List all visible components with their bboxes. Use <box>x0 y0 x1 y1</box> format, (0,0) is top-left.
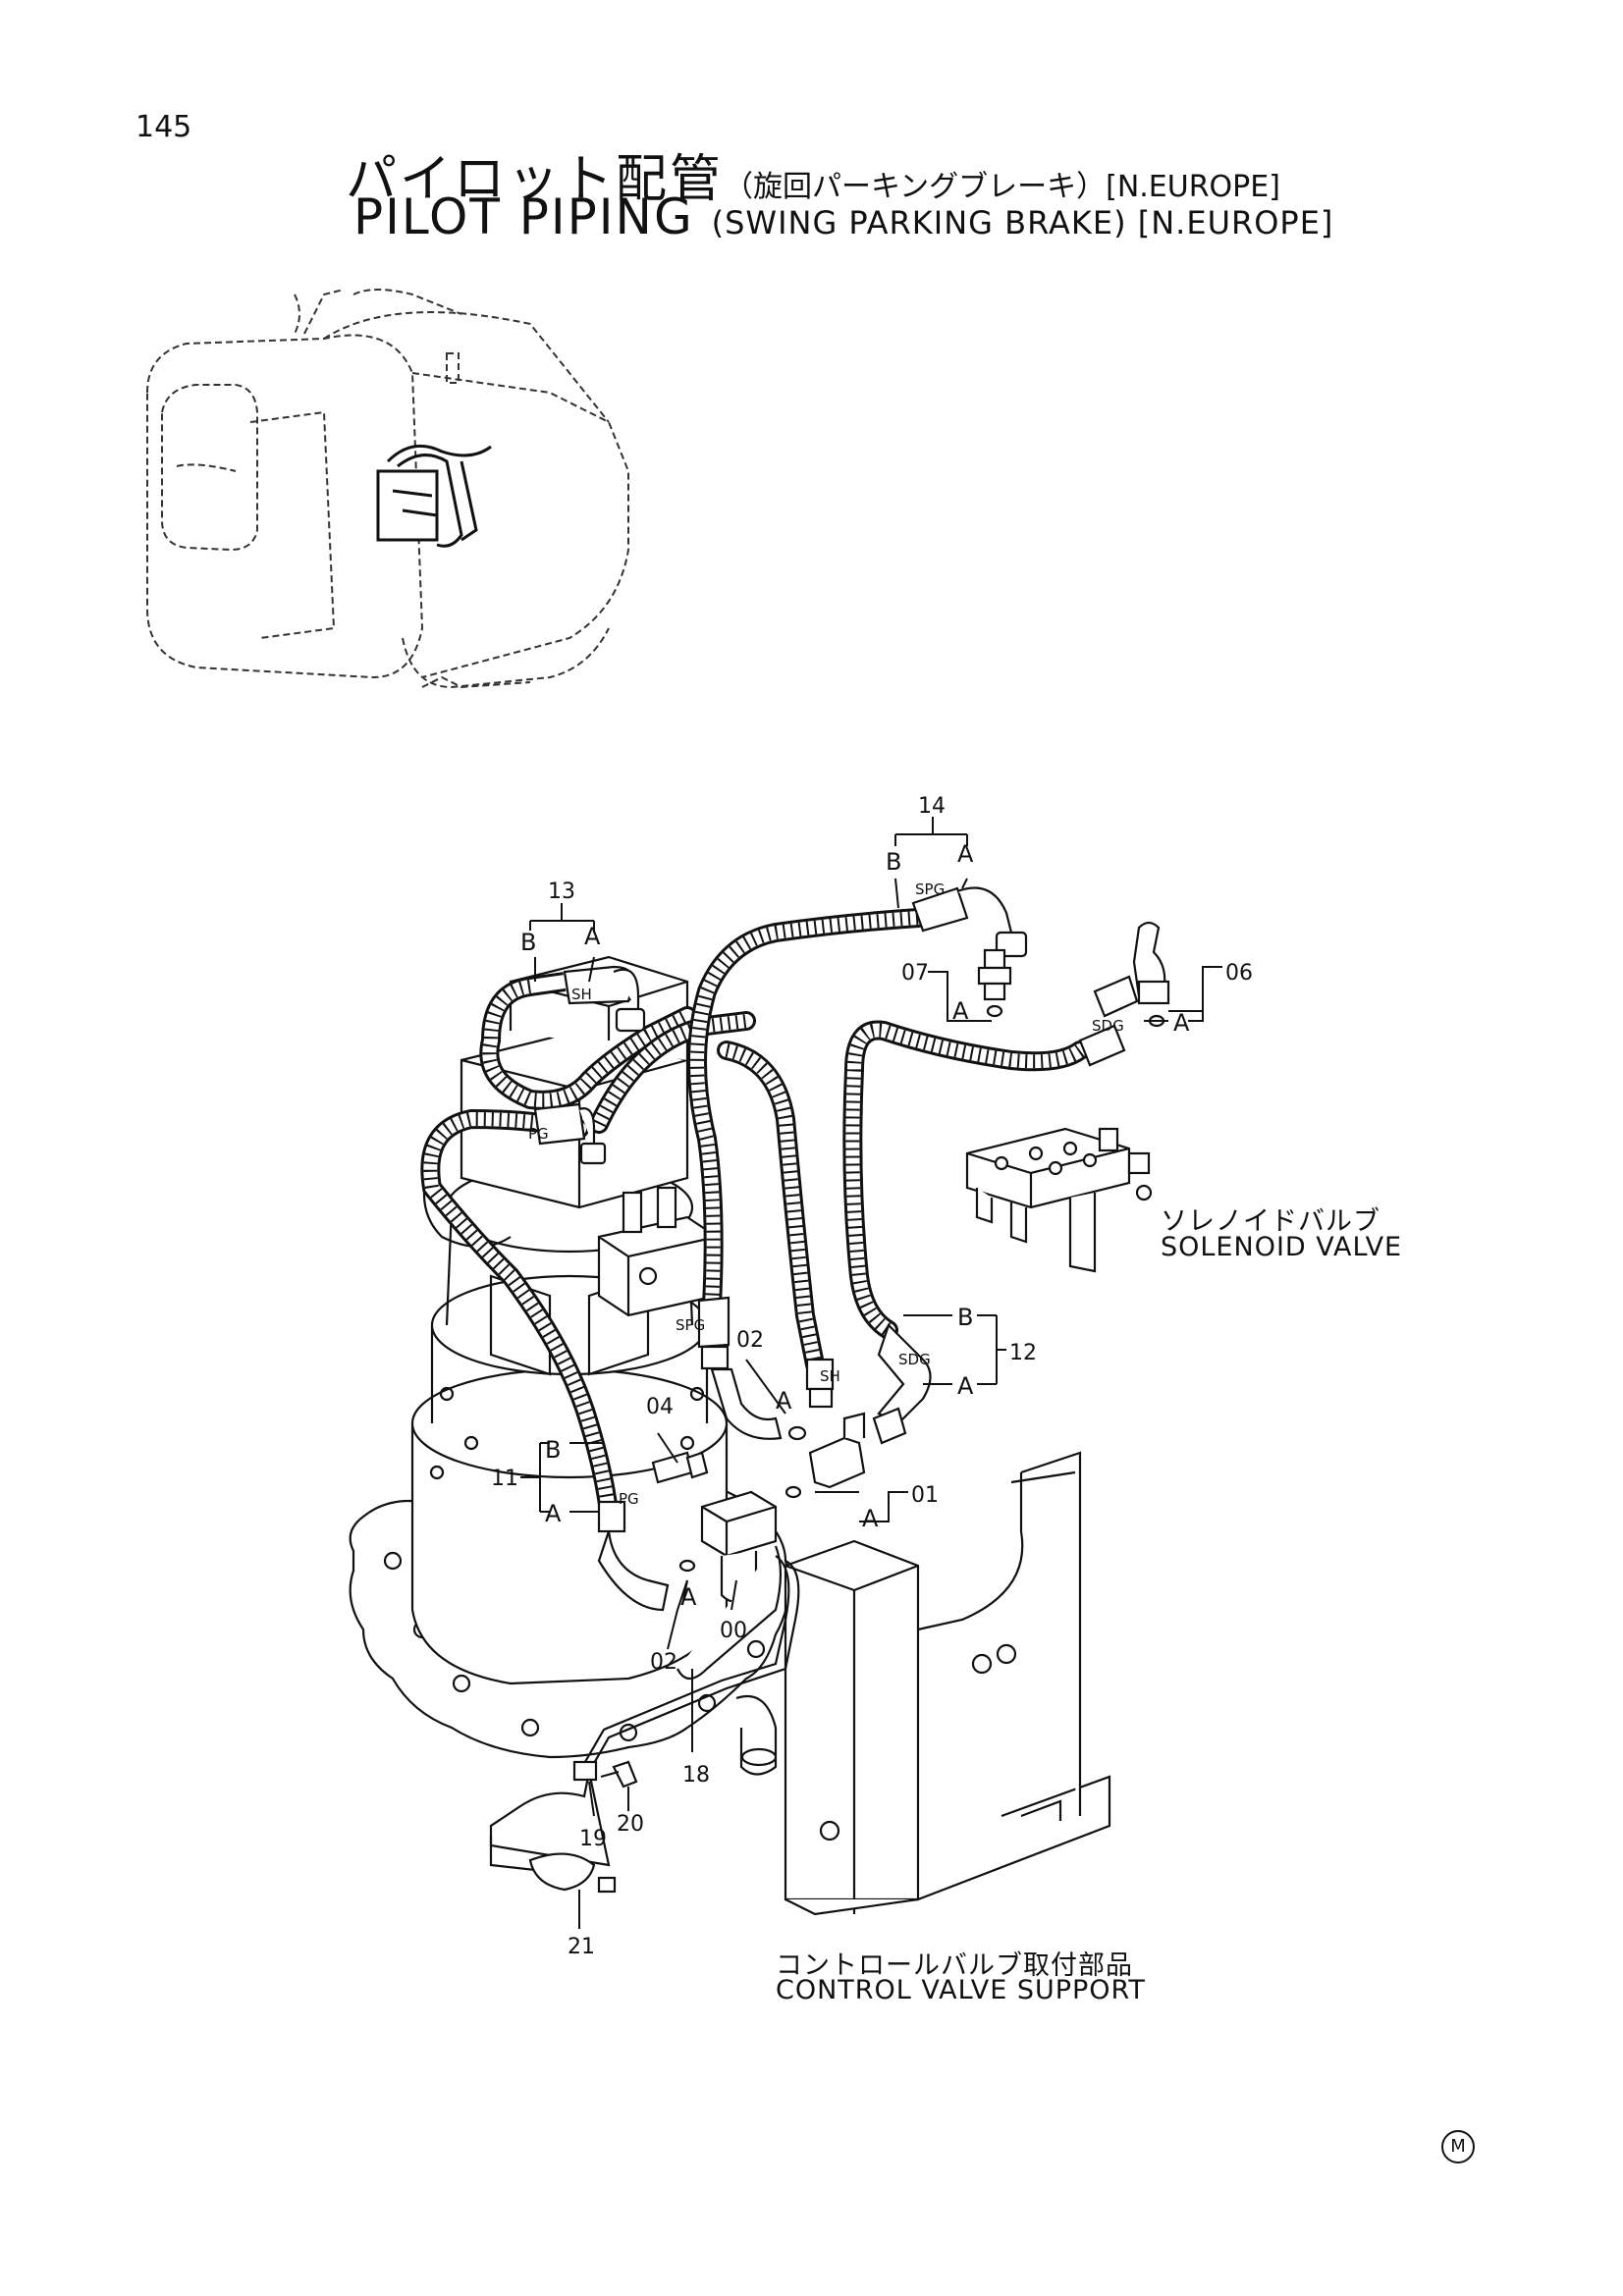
title-english: PILOT PIPING (SWING PARKING BRAKE) [N.EU… <box>353 188 1333 245</box>
label-spg-lower: SPG <box>676 1316 705 1334</box>
clamp-19-bolt-20 <box>572 1760 638 1789</box>
label-sdg-top: SDG <box>1092 1017 1124 1035</box>
hose-13 <box>479 972 697 1110</box>
label-13-a: A <box>584 923 601 950</box>
label-sdg-lower: SDG <box>898 1351 931 1368</box>
control-valve-support <box>784 1451 1111 1916</box>
label-01: 01 <box>911 1483 939 1508</box>
control-valve-support-caption-en: CONTROL VALVE SUPPORT <box>776 1975 1146 2005</box>
label-sh-top: SH <box>571 986 592 1003</box>
label-06: 06 <box>1225 961 1253 986</box>
label-02-upper: 02 <box>736 1328 764 1353</box>
label-21: 21 <box>568 1935 595 1959</box>
label-04: 04 <box>646 1395 674 1419</box>
control-valve-support-caption-jp: コントロールバルブ取付部品 <box>776 1950 1133 1981</box>
label-18: 18 <box>682 1763 710 1788</box>
part-number-labels: 13 14 07 06 12 02 04 11 01 00 02 18 19 2… <box>491 794 1253 1959</box>
excavator-overview-illustration <box>146 289 629 689</box>
label-07-a: A <box>952 997 969 1025</box>
label-01-a: A <box>862 1505 879 1532</box>
label-11: 11 <box>491 1467 518 1491</box>
block-fitting-00 <box>676 1490 783 1681</box>
clip-21 <box>528 1852 617 1894</box>
solenoid-valve-caption-jp: ソレノイドバルブ <box>1161 1206 1380 1237</box>
solenoid-valve <box>965 1127 1153 1273</box>
label-pg-top: PG <box>528 1125 549 1143</box>
solenoid-valve-caption-en: SOLENOID VALVE <box>1161 1232 1403 1262</box>
label-00: 00 <box>720 1619 747 1643</box>
label-sh-lower: SH <box>820 1367 840 1385</box>
label-20: 20 <box>617 1812 644 1837</box>
hose-14 <box>687 908 928 1315</box>
label-12: 12 <box>1009 1341 1037 1365</box>
hose-12 <box>842 1020 1090 1340</box>
label-12-b: B <box>957 1304 973 1331</box>
hose-fittings <box>533 886 1170 1612</box>
label-02-lower: 02 <box>650 1650 677 1675</box>
port-code-labels: SH PG SPG SDG SPG SH SDG PG <box>528 881 1124 1508</box>
page-number: 145 <box>135 110 192 144</box>
pressure-line-18 <box>489 1555 800 1877</box>
hose-sh <box>717 1041 825 1374</box>
label-07: 07 <box>901 961 929 986</box>
label-19: 19 <box>579 1827 607 1851</box>
label-12-a: A <box>957 1372 974 1400</box>
label-14-b: B <box>886 848 901 876</box>
label-spg-top: SPG <box>915 881 945 898</box>
label-13: 13 <box>548 880 575 904</box>
label-14-a: A <box>957 840 974 868</box>
label-06-a: A <box>1173 1009 1190 1037</box>
leader-lines <box>520 817 1222 1929</box>
label-14: 14 <box>918 794 946 819</box>
overview-piping-highlight <box>376 444 492 548</box>
label-pg-lower: PG <box>619 1490 639 1508</box>
title-jp-sub: （旋回パーキングブレーキ）[N.EUROPE] <box>724 170 1280 204</box>
label-02-lower-a: A <box>680 1583 697 1611</box>
label-02-a: A <box>776 1387 792 1415</box>
label-13-b: B <box>520 929 536 956</box>
title-jp-main: パイロット配管 <box>346 150 725 209</box>
swing-motor <box>349 955 790 1776</box>
label-11-a: A <box>545 1500 562 1527</box>
circled-m-mark: M <box>1441 2130 1475 2163</box>
title-en-main: PILOT PIPING <box>353 188 694 245</box>
title-japanese: パイロット配管（旋回パーキングブレーキ）[N.EUROPE] <box>346 137 1280 211</box>
port-letter-labels: B A B A A A B A A B A A A <box>520 840 1190 1611</box>
label-11-b: B <box>545 1436 561 1464</box>
title-en-sub: (SWING PARKING BRAKE) [N.EUROPE] <box>711 204 1334 241</box>
